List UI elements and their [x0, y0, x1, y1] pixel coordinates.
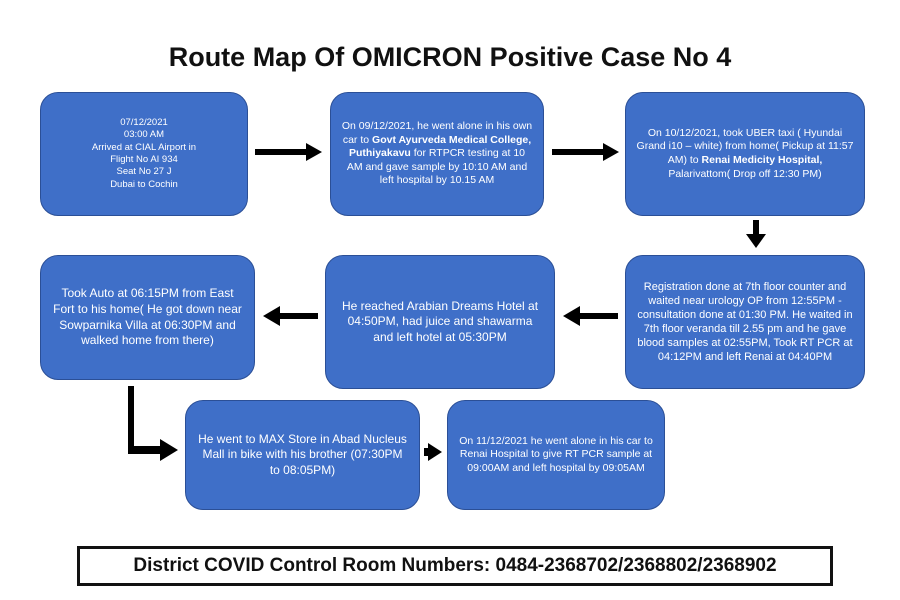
arrow-6-to-7	[128, 386, 178, 461]
arrow-5-to-6	[263, 306, 318, 326]
step-8-box: On 11/12/2021 he went alone in his car t…	[447, 400, 665, 510]
arrow-4-to-5	[563, 306, 618, 326]
footer-contact-box: District COVID Control Room Numbers: 048…	[77, 546, 833, 586]
arrow-2-to-3	[552, 143, 619, 161]
step-7-text: He went to MAX Store in Abad Nucleus Mal…	[198, 431, 407, 477]
step-5-text: He reached Arabian Dreams Hotel at 04:50…	[341, 298, 539, 344]
arrow-7-to-8-body	[424, 443, 442, 461]
step-8-text: On 11/12/2021 he went alone in his car t…	[459, 434, 653, 474]
step-5-box: He reached Arabian Dreams Hotel at 04:50…	[325, 255, 555, 389]
step-2-text-bold: Govt Ayurveda Medical College, Puthiyaka…	[348, 133, 532, 160]
step-3-text-pre: On 10/12/2021, took UBER taxi ( Hyundai …	[636, 126, 854, 166]
step-7-box: He went to MAX Store in Abad Nucleus Mal…	[185, 400, 420, 510]
arrow-1-to-2	[255, 143, 322, 161]
step-2-text-post: for RTPCR testing at 10 AM and gave samp…	[346, 147, 528, 187]
step-3-text-bold: Renai Medicity Hospital,	[701, 154, 823, 166]
step-4-text: Registration done at 7th floor counter a…	[637, 280, 853, 364]
step-1-text: 07/12/2021 03:00 AM Arrived at CIAL Airp…	[91, 116, 197, 190]
footer-text: District COVID Control Room Numbers: 048…	[133, 555, 777, 576]
step-2-text: On 09/12/2021, he went alone in his own …	[341, 120, 533, 188]
page-title: Route Map Of OMICRON Positive Case No 4	[168, 42, 732, 72]
step-4-box: Registration done at 7th floor counter a…	[625, 255, 865, 389]
step-2-box: On 09/12/2021, he went alone in his own …	[330, 92, 544, 216]
step-6-text: Took Auto at 06:15PM from East Fort to h…	[53, 286, 242, 348]
step-3-text-post: Palarivattom( Drop off 12:30 PM)	[668, 167, 822, 180]
step-1-box: 07/12/2021 03:00 AM Arrived at CIAL Airp…	[40, 92, 248, 216]
arrow-3-to-4	[746, 220, 766, 248]
step-3-box: On 10/12/2021, took UBER taxi ( Hyundai …	[625, 92, 865, 216]
step-3-text: On 10/12/2021, took UBER taxi ( Hyundai …	[636, 127, 854, 182]
step-6-box: Took Auto at 06:15PM from East Fort to h…	[40, 255, 255, 380]
step-2-text-pre: On 09/12/2021, he went alone in his own …	[341, 119, 533, 146]
